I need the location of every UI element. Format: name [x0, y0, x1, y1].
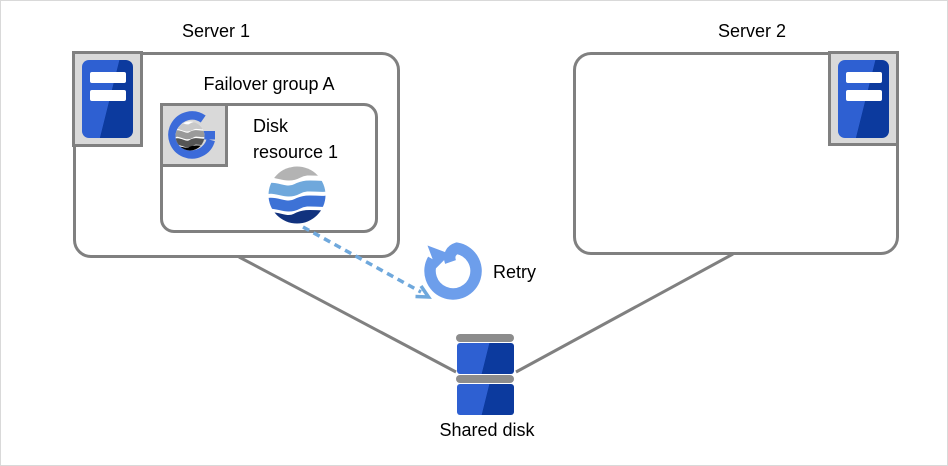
server-slot [846, 90, 882, 101]
disk-cap [456, 334, 514, 342]
disk-cap [456, 375, 514, 383]
retry-icon [424, 242, 482, 300]
server-slot [90, 72, 126, 83]
letter-g-arc [168, 111, 215, 159]
server2-shared-disk-line [515, 252, 734, 374]
server-chassis [82, 60, 133, 138]
retry-label: Retry [493, 262, 537, 282]
group-g-icon [168, 111, 215, 159]
server2-label: Server 2 [717, 21, 787, 41]
server-icon [72, 51, 143, 147]
disk-drum [457, 343, 514, 374]
server-slot [846, 72, 882, 83]
failover-group-label: Failover group A [203, 74, 335, 94]
disk-drum [457, 384, 514, 415]
disk-resource-icon [268, 166, 326, 224]
letter-g-bar [197, 131, 215, 140]
server1-shared-disk-line [238, 255, 457, 374]
disk-resource-label: Disk resource 1 [253, 113, 338, 165]
server-icon [828, 51, 899, 146]
server-slot [90, 90, 126, 101]
server1-label: Server 1 [181, 21, 251, 41]
disk-resource-label-line1: Disk [253, 116, 288, 136]
disk-resource-label-line2: resource 1 [253, 142, 339, 162]
server-chassis [838, 60, 889, 138]
failover-group-icon [160, 103, 228, 167]
shared-disk-label: Shared disk [439, 420, 535, 440]
